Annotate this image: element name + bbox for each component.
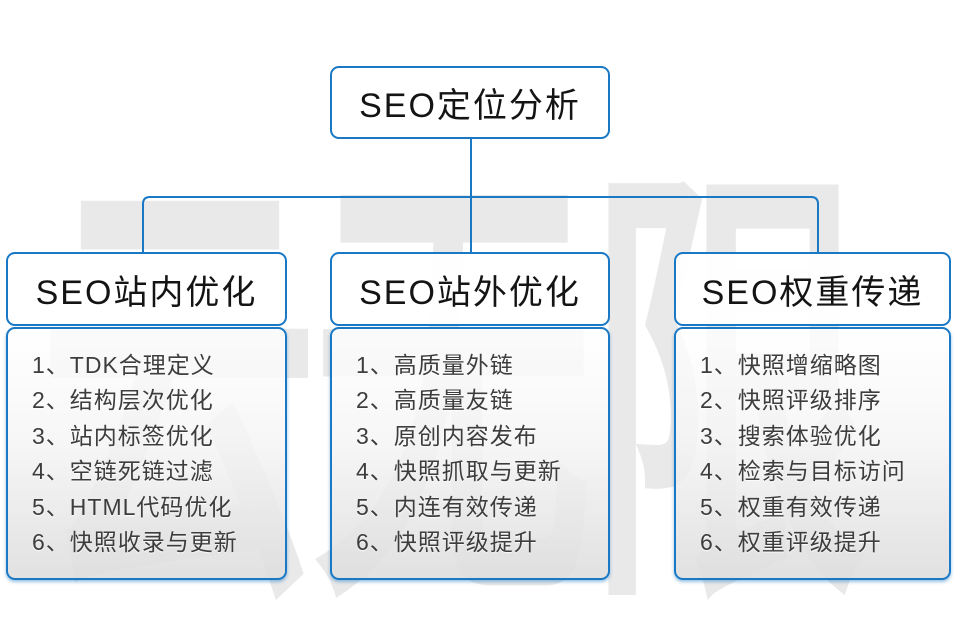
branch-header-label: SEO站内优化 (35, 273, 258, 312)
branch-body-offsite: 1、高质量外链 2、高质量友链 3、原创内容发布 4、快照抓取与更新 5、内连有… (330, 327, 610, 580)
list-item: 2、高质量友链 (356, 387, 514, 414)
item-list-onsite: 1、TDK合理定义 2、结构层次优化 3、站内标签优化 4、空链死链过滤 5、H… (8, 329, 285, 560)
list-item: 5、HTML代码优化 (32, 493, 233, 520)
list-item: 4、快照抓取与更新 (356, 458, 562, 485)
root-node-seo-positioning: SEO定位分析 (330, 66, 610, 139)
branch-body-onsite: 1、TDK合理定义 2、结构层次优化 3、站内标签优化 4、空链死链过滤 5、H… (6, 327, 287, 580)
branch-header-label: SEO站外优化 (359, 273, 581, 312)
list-item: 3、搜索体验优化 (700, 422, 882, 449)
branch-header-onsite: SEO站内优化 (6, 252, 287, 326)
list-item: 1、高质量外链 (356, 352, 514, 378)
item-list-weight: 1、快照增缩略图 2、快照评级排序 3、搜索体验优化 4、检索与目标访问 5、权… (676, 329, 949, 560)
root-node-label: SEO定位分析 (359, 87, 581, 125)
list-item: 3、原创内容发布 (356, 422, 538, 449)
list-item: 5、权重有效传递 (700, 493, 882, 520)
branch-header-label: SEO权重传递 (701, 273, 924, 312)
list-item: 5、内连有效传递 (356, 493, 538, 520)
branch-body-weight: 1、快照增缩略图 2、快照评级排序 3、搜索体验优化 4、检索与目标访问 5、权… (674, 327, 951, 580)
list-item: 2、结构层次优化 (32, 387, 214, 414)
list-item: 4、检索与目标访问 (700, 458, 906, 485)
list-item: 6、快照评级提升 (356, 528, 538, 555)
list-item: 4、空链死链过滤 (32, 458, 214, 485)
branch-header-weight: SEO权重传递 (674, 252, 951, 326)
list-item: 1、快照增缩略图 (700, 352, 882, 378)
item-list-offsite: 1、高质量外链 2、高质量友链 3、原创内容发布 4、快照抓取与更新 5、内连有… (332, 329, 608, 560)
branch-header-offsite: SEO站外优化 (330, 252, 610, 326)
list-item: 3、站内标签优化 (32, 422, 214, 449)
list-item: 6、快照收录与更新 (32, 528, 238, 555)
list-item: 6、权重评级提升 (700, 528, 882, 555)
list-item: 1、TDK合理定义 (32, 352, 215, 378)
list-item: 2、快照评级排序 (700, 387, 882, 414)
